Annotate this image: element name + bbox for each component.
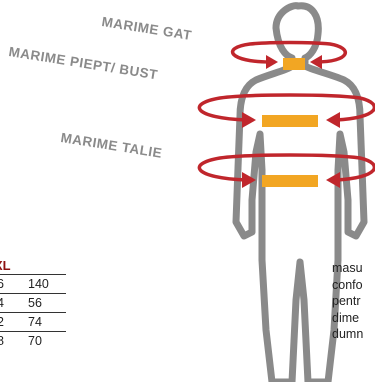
table-cell: 72: [0, 313, 18, 331]
table-row: 68 70: [0, 331, 66, 350]
table-row: 36 140: [0, 274, 66, 293]
table-row: 72 74: [0, 312, 66, 331]
measurement-note: masu confo pentr dime dumn: [332, 260, 375, 343]
table-cell: 36: [0, 275, 18, 293]
table-row: 54 56: [0, 293, 66, 312]
table-cell: 70: [28, 332, 58, 350]
note-line: masu: [332, 260, 375, 277]
table-cell: 54: [0, 294, 18, 312]
neck-arrowhead-left: [266, 55, 278, 69]
table-cell: 56: [28, 294, 58, 312]
chest-measure-band: [262, 115, 318, 127]
size-table: XL 36 140 54 56 72 74 68 70: [0, 258, 66, 350]
table-cell: 140: [28, 275, 58, 293]
note-line: dumn: [332, 326, 375, 343]
note-line: confo: [332, 277, 375, 294]
table-cell: 68: [0, 332, 18, 350]
size-table-header: XL: [0, 258, 60, 274]
table-cell: 74: [28, 313, 58, 331]
note-line: dime: [332, 310, 375, 327]
waist-measure-band: [262, 175, 318, 187]
note-line: pentr: [332, 293, 375, 310]
neck-measure-band: [283, 58, 305, 70]
